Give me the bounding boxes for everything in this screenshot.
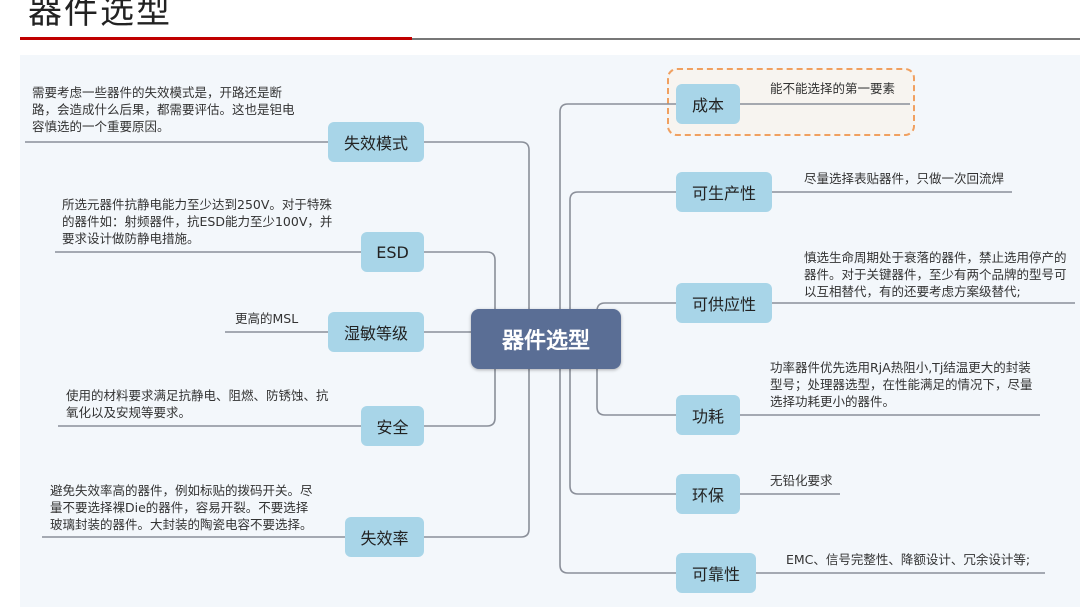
note-line: 能不能选择的第一要素	[770, 81, 896, 96]
note-reliability: EMC、信号完整性、降额设计、冗余设计等;	[786, 551, 1030, 568]
note-line: 要求设计做防静电措施。	[62, 231, 200, 246]
note-line: 容慎选的一个重要原因。	[32, 119, 170, 134]
node-power: 功耗	[676, 395, 740, 435]
node-supply: 可供应性	[676, 283, 772, 323]
note-line: 的器件如：射频器件，抗ESD能力至少100V，并	[62, 214, 333, 229]
node-reliability: 可靠性	[676, 553, 756, 593]
node-cost: 成本	[676, 84, 740, 124]
note-supply: 慎选生命周期处于衰落的器件，禁止选用停产的 器件。对于关键器件，至少有两个品牌的…	[804, 249, 1067, 300]
note-line: 量不要选择裸Die的器件，容易开裂。不要选择	[50, 500, 309, 515]
node-moisture-level: 湿敏等级	[328, 312, 424, 352]
note-cost: 能不能选择的第一要素	[770, 80, 895, 97]
note-line: 型号；处理器选型，在性能满足的情况下，尽量	[770, 377, 1033, 392]
note-moisture-level: 更高的MSL	[235, 310, 298, 327]
note-line: 器件。对于关键器件，至少有两个品牌的型号可	[804, 267, 1067, 282]
note-line: 所选元器件抗静电能力至少达到250V。对于特殊	[62, 197, 332, 212]
note-rohs: 无铅化要求	[770, 472, 833, 489]
note-power: 功率器件优先选用RjA热阻小,Tj结温更大的封装 型号；处理器选型，在性能满足的…	[770, 359, 1033, 410]
slide-title: 器件选型	[28, 0, 172, 32]
note-esd: 所选元器件抗静电能力至少达到250V。对于特殊 的器件如：射频器件，抗ESD能力…	[62, 196, 332, 247]
note-line: 功率器件优先选用RjA热阻小,Tj结温更大的封装	[770, 360, 1031, 375]
note-line: 氧化以及安规等要求。	[66, 405, 192, 420]
note-line: 路，会造成什么后果，都需要评估。这也是钽电	[32, 102, 295, 117]
note-line: 需要考虑一些器件的失效模式是，开路还是断	[32, 85, 283, 100]
note-safety: 使用的材料要求满足抗静电、阻燃、防锈蚀、抗 氧化以及安规等要求。	[66, 387, 329, 421]
note-failure-mode: 需要考虑一些器件的失效模式是，开路还是断 路，会造成什么后果，都需要评估。这也是…	[32, 84, 295, 135]
node-failure-rate: 失效率	[345, 517, 424, 557]
note-line: 玻璃封装的器件。大封装的陶瓷电容不要选择。	[50, 517, 313, 532]
note-line: 慎选生命周期处于衰落的器件，禁止选用停产的	[804, 250, 1067, 265]
note-line: 无铅化要求	[770, 473, 833, 488]
note-line: 使用的材料要求满足抗静电、阻燃、防锈蚀、抗	[66, 388, 329, 403]
note-manufacturability: 尽量选择表贴器件，只做一次回流焊	[804, 170, 1004, 187]
note-line: 尽量选择表贴器件，只做一次回流焊	[804, 171, 1005, 186]
center-topic: 器件选型	[471, 309, 621, 369]
note-line: 避免失效率高的器件，例如标贴的拨码开关。尽	[50, 483, 313, 498]
node-failure-mode: 失效模式	[328, 122, 424, 162]
node-manufacturability: 可生产性	[676, 172, 772, 212]
note-line: 选择功耗更小的器件。	[770, 394, 896, 409]
title-underline-red	[20, 37, 412, 40]
cost-highlight-box	[667, 68, 915, 136]
note-line: 更高的MSL	[235, 311, 299, 326]
note-failure-rate: 避免失效率高的器件，例如标贴的拨码开关。尽 量不要选择裸Die的器件，容易开裂。…	[50, 482, 313, 533]
note-line: 以互相替代，有的还要考虑方案级替代;	[804, 284, 1021, 299]
node-rohs: 环保	[676, 474, 740, 514]
title-underline-gray	[412, 38, 1080, 40]
note-line: EMC、信号完整性、降额设计、冗余设计等;	[786, 552, 1031, 567]
node-safety: 安全	[361, 406, 424, 446]
node-esd: ESD	[361, 232, 424, 272]
